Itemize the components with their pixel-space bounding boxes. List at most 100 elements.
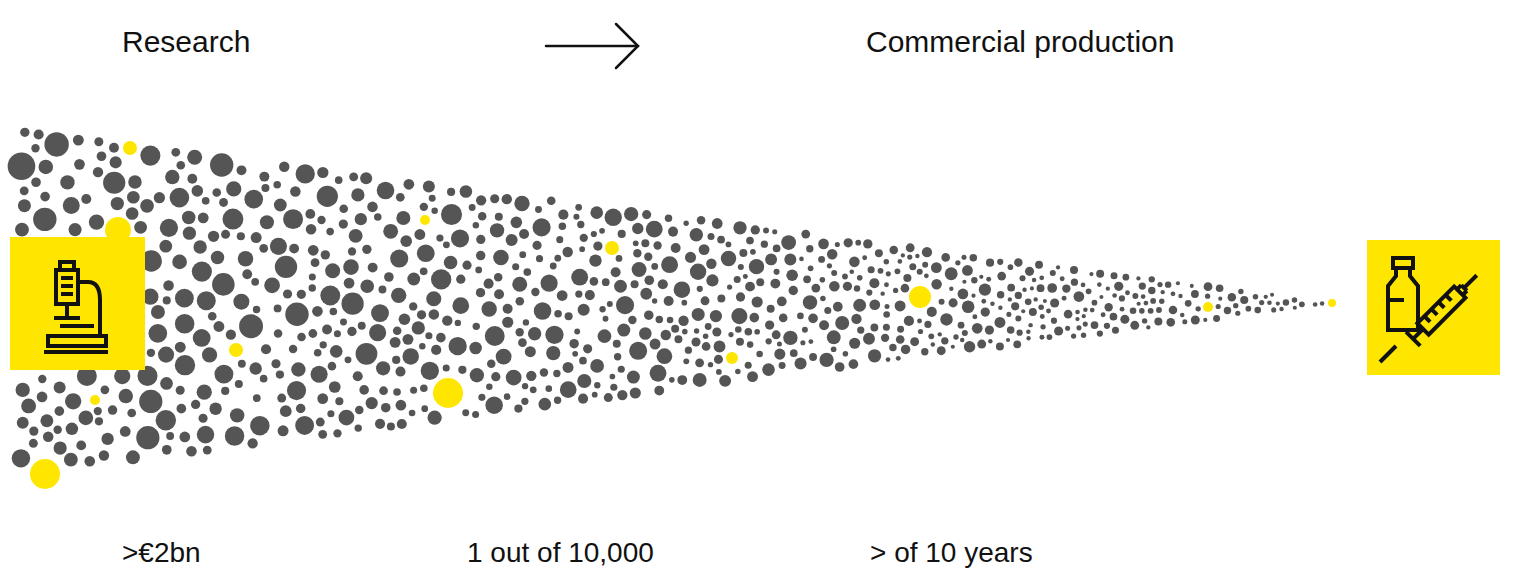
candidate-dot [1006,312,1011,317]
candidate-dot [774,349,785,360]
candidate-dot [163,280,174,291]
candidate-dot [577,221,584,228]
candidate-dot [522,383,528,389]
candidate-dot [979,283,991,295]
candidate-dot [981,299,986,304]
candidate-dot [964,341,975,352]
candidate-dot [211,251,224,264]
candidate-dot [63,197,80,214]
candidate-dot [99,450,109,460]
candidate-dot [84,456,95,467]
candidate-dot [808,314,818,324]
candidate-dot [632,223,643,234]
candidate-dot [198,212,209,223]
candidate-dot [175,342,186,353]
candidate-dot [391,288,406,303]
candidate-dot [210,153,233,176]
candidate-dot [396,193,405,202]
candidate-dot [21,398,36,413]
candidate-dot [340,319,347,326]
candidate-dot [761,241,768,248]
candidate-dot [162,445,172,455]
candidate-dot [563,362,574,373]
candidate-dot [889,246,898,255]
candidate-dot [147,349,155,357]
candidate-dot [546,385,553,392]
candidate-dot [407,273,420,286]
candidate-dot [222,209,243,230]
candidate-dot [931,279,941,289]
candidate-dot [765,253,777,265]
highlight-dot [229,343,243,357]
candidate-dot [251,278,259,286]
candidate-dot [126,207,139,220]
candidate-dot [972,323,983,334]
candidate-dot [642,210,651,219]
candidate-dot [941,253,950,262]
candidate-dot [750,249,756,255]
candidate-dot [575,204,582,211]
candidate-dot [1056,265,1060,269]
candidate-dot [1148,308,1154,314]
candidate-dot [1097,330,1103,336]
candidate-dot [362,245,371,254]
candidate-dot [1191,290,1199,298]
candidate-dot [1029,308,1037,316]
candidate-dot [1132,293,1138,299]
candidate-dot [476,195,486,205]
candidate-dot [997,259,1003,265]
candidate-dot [409,410,416,417]
candidate-dot [333,429,341,437]
candidate-dot [249,362,261,374]
candidate-dot [250,416,269,435]
candidate-dot [574,328,580,334]
candidate-dot [869,278,879,288]
candidate-dot [481,301,496,316]
candidate-dot [165,170,179,184]
candidate-dot [1025,267,1034,276]
candidate-dot [770,279,780,289]
candidate-dot [726,242,732,248]
candidate-dot [777,297,787,307]
candidate-dot [701,296,710,305]
candidate-dot [95,417,103,425]
candidate-dot [556,236,563,243]
candidate-dot [629,342,647,360]
candidate-dot [1171,291,1176,296]
candidate-dot [476,251,485,260]
candidate-dot [271,359,280,368]
candidate-dot [452,297,469,314]
candidate-dot [938,332,942,336]
candidate-dot [470,368,484,382]
candidate-dot [219,198,228,207]
candidate-dot [397,419,407,429]
candidate-dot [329,381,341,393]
candidate-dot [233,294,249,310]
candidate-dot [66,423,79,436]
candidate-dot [523,319,529,325]
research-icon [10,237,145,370]
candidate-dot [1299,301,1305,307]
candidate-dot [1156,307,1162,313]
candidate-dot [311,366,328,383]
candidate-dot [1150,298,1156,304]
candidate-dot [970,254,978,262]
candidate-dot [308,245,319,256]
candidate-dot [881,334,889,342]
candidate-dot [197,291,216,310]
candidate-dot [1267,300,1272,305]
candidate-dot [149,324,168,343]
candidate-dot [789,286,798,295]
candidate-dot [1216,284,1224,292]
candidate-dot [221,387,229,395]
candidate-dot [972,314,977,319]
candidate-dot [658,279,668,289]
candidate-dot [515,328,523,336]
candidate-dot [743,274,748,279]
candidate-dot [827,263,832,268]
candidate-dot [651,263,658,270]
candidate-dot [618,230,626,238]
candidate-dots [8,128,1336,489]
candidate-dot [1176,281,1180,285]
candidate-dot [1060,276,1065,281]
